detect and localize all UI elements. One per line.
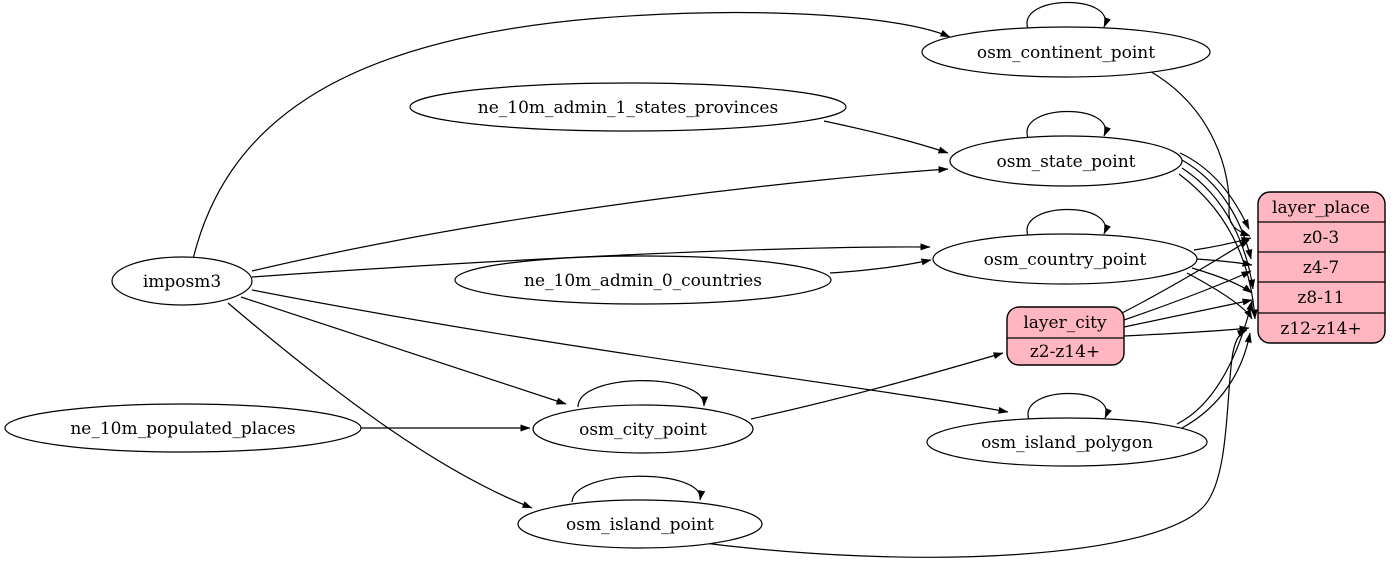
layer-place-row-z0-3: z0-3 <box>1303 228 1339 248</box>
ne-10m-populated-places-label: ne_10m_populated_places <box>70 419 295 439</box>
node-ne-10m-admin-1-states-provinces: ne_10m_admin_1_states_provinces <box>409 82 847 132</box>
layer-city-row-z2-z14: z2-z14+ <box>1030 342 1100 362</box>
node-osm-state-point: osm_state_point <box>949 135 1183 187</box>
edge-imposm3-osm-state-point <box>251 166 949 272</box>
self-loop-osm-continent-point <box>1026 1 1111 30</box>
layer-place-row-z4-7: z4-7 <box>1303 258 1339 278</box>
edge-imposm3-osm-continent-point <box>192 12 951 260</box>
edge-layer-city-layer-place-z8-11 <box>1123 298 1253 328</box>
node-layer-place: layer_place z0-3 z4-7 z8-11 z12-z14+ <box>1257 191 1386 344</box>
self-loop-osm-country-point <box>1026 208 1111 237</box>
layer-city-header: layer_city <box>1023 313 1107 333</box>
edge-osm-country-point-layer-place-z8-11 <box>1191 267 1253 294</box>
osm-country-point-label: osm_country_point <box>984 250 1147 270</box>
layer-place-header: layer_place <box>1272 198 1370 218</box>
self-loop-osm-island-polygon <box>1027 392 1112 421</box>
osm-state-point-ellipse <box>949 135 1183 187</box>
osm-continent-point-ellipse <box>921 26 1211 78</box>
osm-island-polygon-ellipse <box>926 417 1208 467</box>
self-loop-osm-state-point <box>1026 110 1111 139</box>
edge-imposm3-osm-island-polygon <box>251 289 1009 414</box>
edge-osm-island-point-layer-place-z12-z14 <box>687 329 1248 558</box>
osm-country-point-ellipse <box>932 233 1198 285</box>
imposm3-ellipse <box>111 256 253 306</box>
ne-10m-admin-1-states-provinces-label: ne_10m_admin_1_states_provinces <box>478 98 778 118</box>
self-loop-osm-island-point <box>571 475 706 503</box>
osm-island-point-ellipse <box>517 499 763 549</box>
node-layer-city: layer_city z2-z14+ <box>1006 306 1125 366</box>
osm-state-point-label: osm_state_point <box>997 152 1136 172</box>
edge-osm-island-polygon-layer-place-z12-z14 <box>1181 332 1252 429</box>
edge-osm-state-point-layer-place-z8-11 <box>1181 167 1256 290</box>
node-osm-country-point: osm_country_point <box>932 233 1198 285</box>
layer-city-box <box>1006 306 1125 366</box>
ne-10m-admin-0-countries-ellipse <box>454 255 832 305</box>
edge-layer-city-layer-place-z0-3 <box>1121 239 1250 314</box>
node-osm-city-point: osm_city_point <box>532 404 754 454</box>
layer-place-box <box>1257 191 1386 344</box>
edge-layer-city-layer-place-z4-7 <box>1123 270 1252 321</box>
edge-osm-country-point-layer-place-z4-7 <box>1196 258 1253 267</box>
edge-osm-continent-point-layer-place-z0-3 <box>1147 69 1251 237</box>
node-osm-island-point: osm_island_point <box>517 499 763 549</box>
node-imposm3: imposm3 <box>111 256 253 306</box>
osm-city-point-label: osm_city_point <box>579 420 707 440</box>
edge-osm-country-point-layer-place-z0-3 <box>1193 237 1252 251</box>
osm-city-point-ellipse <box>532 404 754 454</box>
osm-continent-point-label: osm_continent_point <box>977 43 1155 63</box>
node-osm-island-polygon: osm_island_polygon <box>926 417 1208 467</box>
imposm3-label: imposm3 <box>143 272 221 292</box>
edge-osm-city-point-layer-city-z2-z14 <box>750 352 1004 420</box>
edge-osm-country-point-layer-place-z12-z14 <box>1186 272 1253 320</box>
edge-ne-10m-admin-1-states-provinces-osm-state-point <box>823 120 949 154</box>
node-ne-10m-admin-0-countries: ne_10m_admin_0_countries <box>454 255 832 305</box>
edge-osm-state-point-layer-place-z0-3 <box>1179 152 1250 230</box>
osm-island-polygon-label: osm_island_polygon <box>981 433 1153 453</box>
ne-10m-populated-places-ellipse <box>4 403 362 453</box>
ne-10m-admin-1-states-provinces-ellipse <box>409 82 847 132</box>
edge-imposm3-osm-country-point <box>251 243 931 278</box>
layer-place-row-z12-z14: z12-z14+ <box>1280 319 1361 339</box>
edge-osm-state-point-layer-place-z12-z14 <box>1178 173 1258 320</box>
layer-place-row-z8-11: z8-11 <box>1297 288 1344 308</box>
edge-layer-city-layer-place-z12-z14 <box>1123 325 1250 337</box>
self-loop-osm-city-point <box>577 380 709 408</box>
edge-ne-10m-admin-0-countries-osm-country-point <box>829 258 932 274</box>
edge-osm-island-polygon-layer-place-z8-11 <box>1176 300 1254 425</box>
osm-island-point-label: osm_island_point <box>566 515 714 535</box>
node-osm-continent-point: osm_continent_point <box>921 26 1211 78</box>
node-ne-10m-populated-places: ne_10m_populated_places <box>4 403 362 453</box>
edge-imposm3-osm-island-point <box>227 302 533 509</box>
edge-imposm3-osm-city-point <box>240 296 567 405</box>
edges <box>192 1 1258 558</box>
ne-10m-admin-0-countries-label: ne_10m_admin_0_countries <box>524 271 762 291</box>
